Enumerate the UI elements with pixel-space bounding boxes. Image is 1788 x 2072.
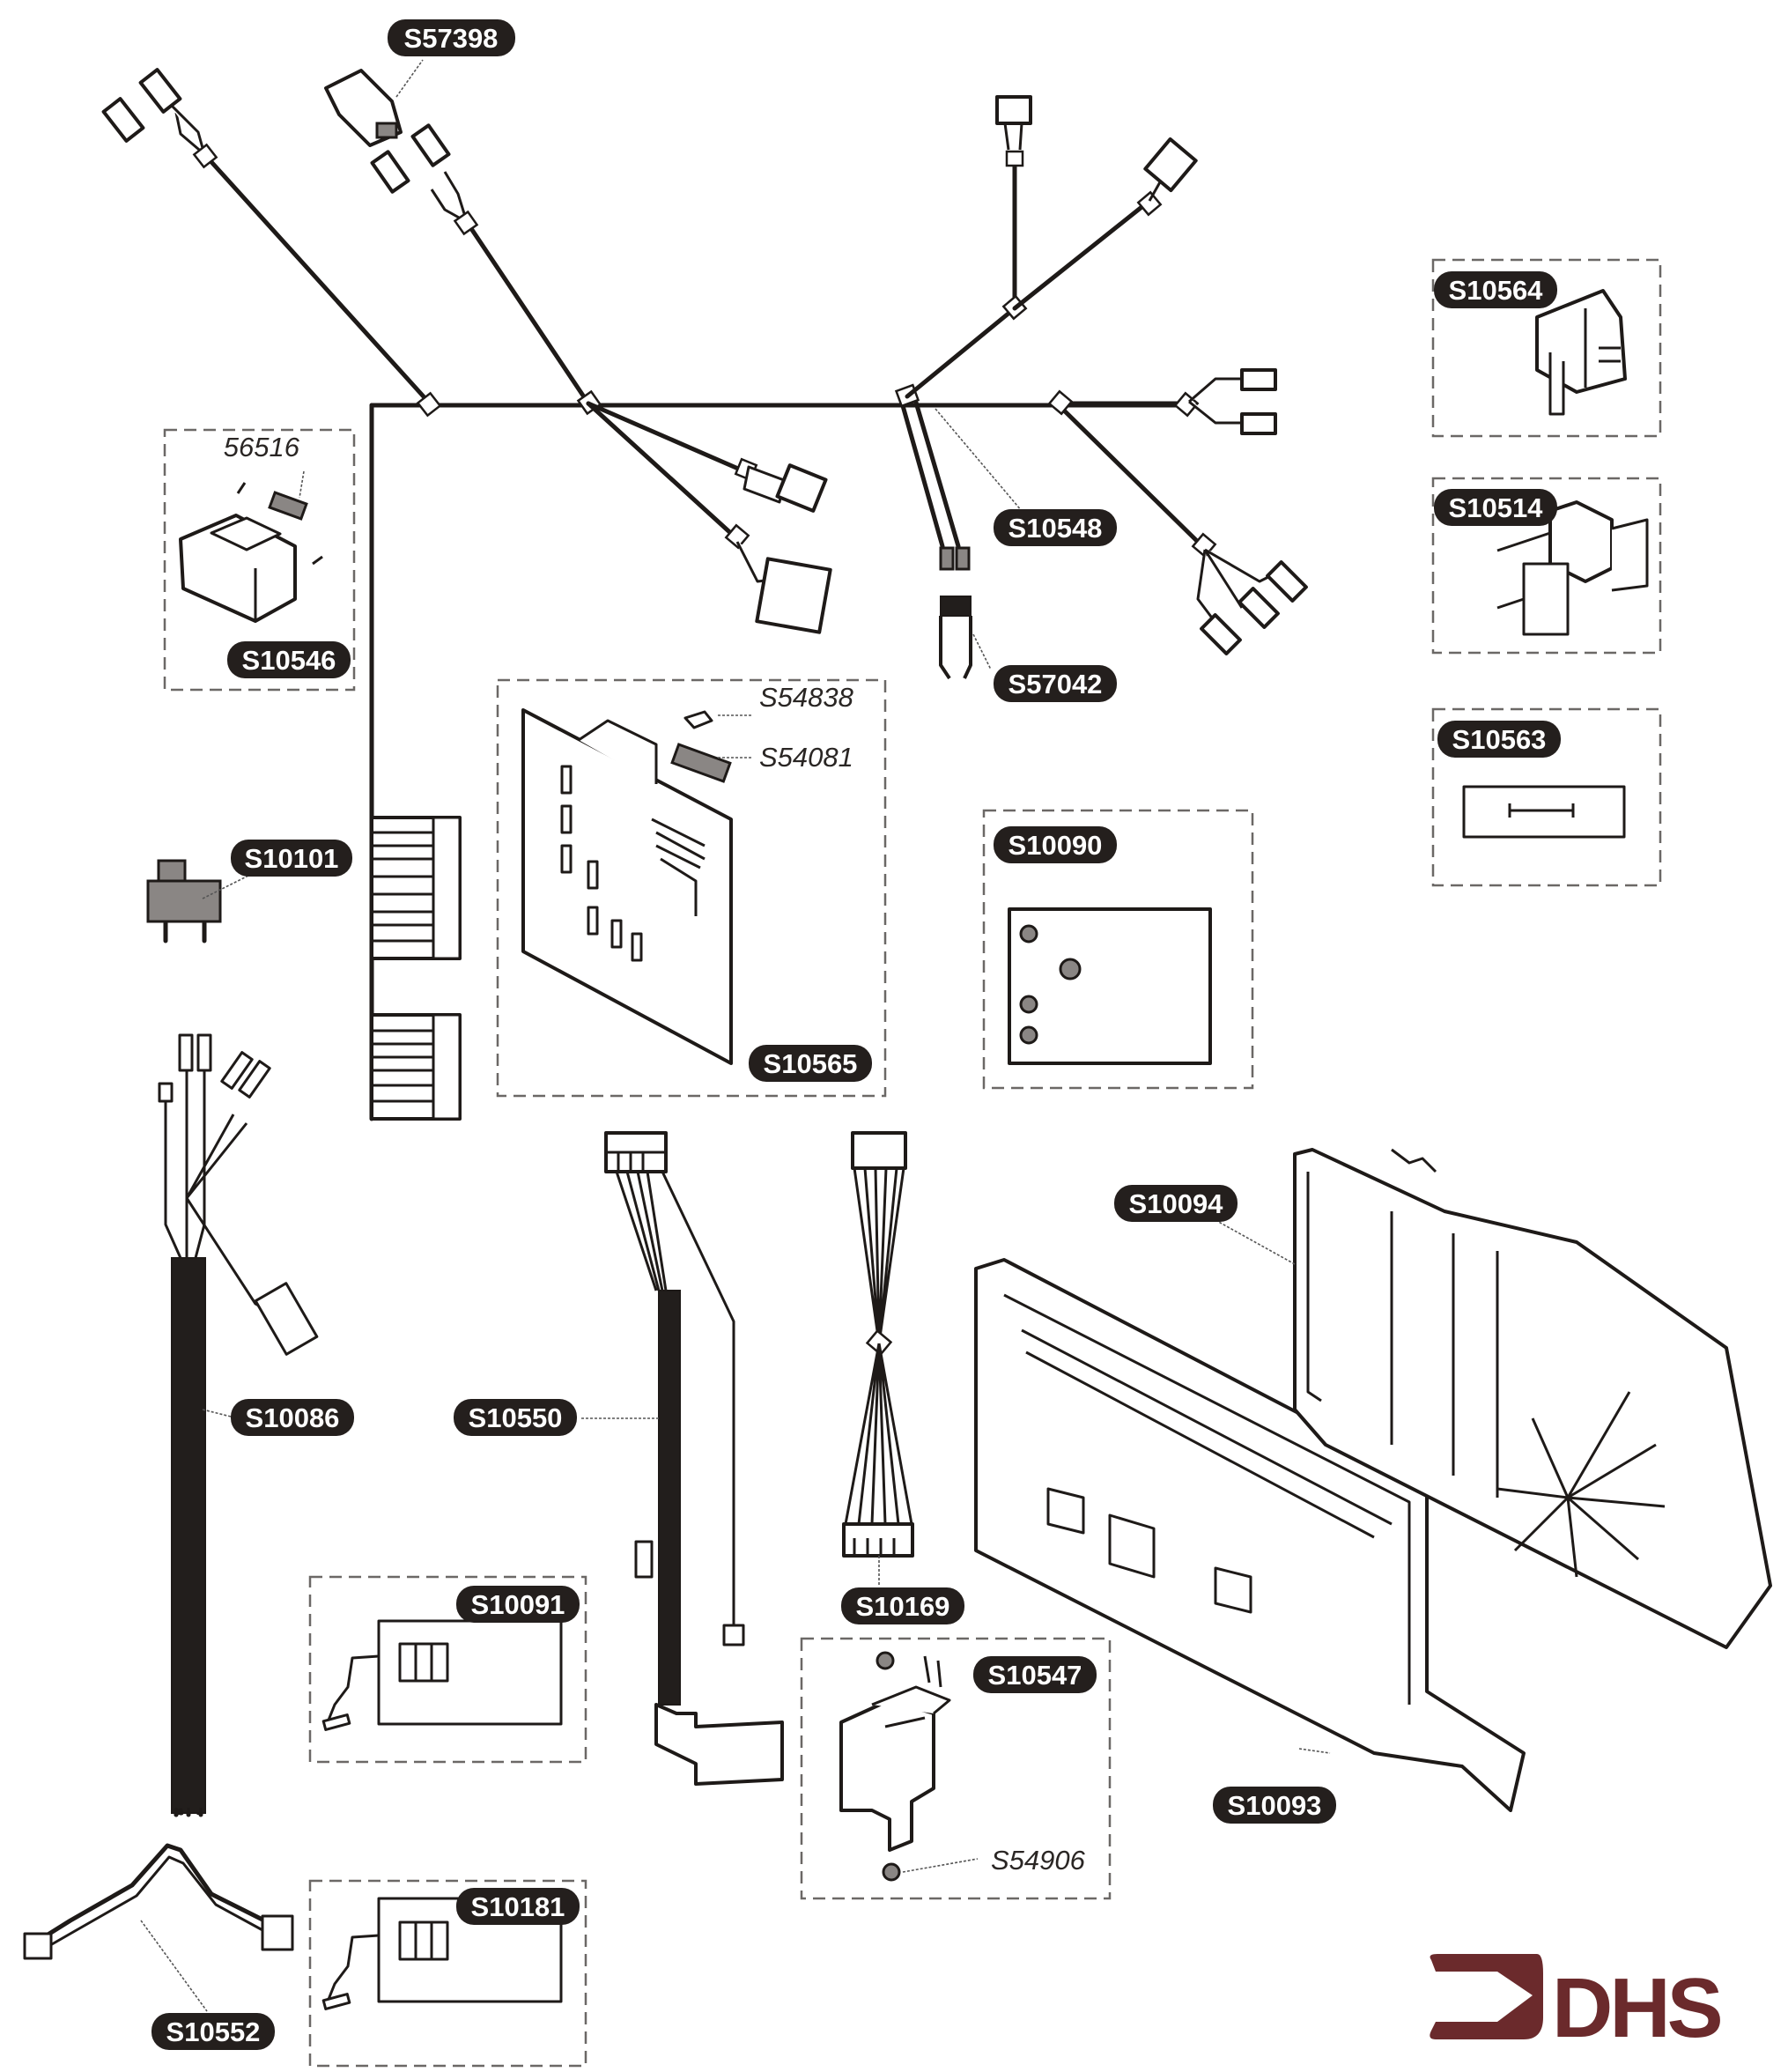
callout-S10546-text: S10546 xyxy=(242,645,336,676)
dhs-logo: DHS xyxy=(1430,1954,1725,2055)
board-connector-upper xyxy=(370,816,462,960)
callout-S10547-text: S10547 xyxy=(988,1660,1082,1691)
callout-S10091[interactable]: S10091 xyxy=(456,1586,580,1623)
callout-S10548[interactable]: S10548 xyxy=(994,509,1117,546)
part-S10101-switch[interactable] xyxy=(146,859,256,944)
board-connector-lower xyxy=(370,1013,462,1121)
callout-S54081-text: S54081 xyxy=(759,742,853,773)
callout-S10548-text: S10548 xyxy=(1009,513,1103,544)
callout-S10564[interactable]: S10564 xyxy=(1434,271,1557,308)
callout-S10565[interactable]: S10565 xyxy=(749,1045,872,1082)
part-S10169-harness[interactable] xyxy=(842,1131,914,1586)
callout-S10090[interactable]: S10090 xyxy=(994,826,1117,863)
callout-S57042[interactable]: S57042 xyxy=(994,665,1117,702)
callout-S10090-text: S10090 xyxy=(1009,830,1103,861)
callout-S10169[interactable]: S10169 xyxy=(841,1587,964,1624)
part-S10094-cover[interactable] xyxy=(1215,1148,1772,1649)
part-S57398-relay[interactable] xyxy=(324,59,424,147)
callout-S10563[interactable]: S10563 xyxy=(1437,721,1561,758)
callout-S10086[interactable]: S10086 xyxy=(231,1399,354,1436)
part-S10547-relay[interactable] xyxy=(800,1637,1112,1900)
callout-S57042-text: S57042 xyxy=(1009,669,1103,699)
part-S57042-clip[interactable] xyxy=(939,596,992,680)
callout-S10094[interactable]: S10094 xyxy=(1114,1185,1238,1222)
callout-S10093-text: S10093 xyxy=(1228,1790,1322,1821)
callout-S10564-text: S10564 xyxy=(1449,275,1544,306)
part-S10564-switch[interactable] xyxy=(1431,258,1662,438)
callout-S10563-text: S10563 xyxy=(1452,724,1547,755)
callout-S10181[interactable]: S10181 xyxy=(456,1888,580,1925)
callout-S10514-text: S10514 xyxy=(1449,492,1544,523)
callout-S10093[interactable]: S10093 xyxy=(1213,1787,1336,1824)
callout-S54906-text: S54906 xyxy=(991,1845,1086,1876)
callout-S10169-text: S10169 xyxy=(856,1591,950,1622)
part-S10550-harness[interactable] xyxy=(581,1131,784,1786)
callout-56516[interactable]: 56516 xyxy=(224,432,300,462)
callout-S10101-text: S10101 xyxy=(245,843,339,874)
dhs-arrow-icon xyxy=(1430,1954,1543,2039)
callout-S54081[interactable]: S54081 xyxy=(759,742,853,773)
callout-S10552[interactable]: S10552 xyxy=(151,2013,275,2050)
callout-S10101[interactable]: S10101 xyxy=(231,840,352,877)
dhs-logo-text: DHS xyxy=(1552,1961,1721,2055)
part-S10514-sensor[interactable] xyxy=(1431,477,1662,655)
callout-S10086-text: S10086 xyxy=(246,1402,340,1433)
callout-S10547[interactable]: S10547 xyxy=(973,1656,1097,1693)
main-wiring-harness[interactable] xyxy=(101,68,1308,1121)
callout-S10546[interactable]: S10546 xyxy=(227,641,351,678)
part-S10086-harness[interactable] xyxy=(158,1033,319,1817)
callout-S10550[interactable]: S10550 xyxy=(454,1399,577,1436)
callout-S10514[interactable]: S10514 xyxy=(1434,489,1557,526)
part-S10552-cable[interactable] xyxy=(23,1843,294,2012)
part-S10090-panel[interactable] xyxy=(982,809,1254,1090)
callout-S10565-text: S10565 xyxy=(764,1048,858,1079)
part-S10093-housing[interactable] xyxy=(974,1258,1526,1812)
part-S10546-transformer[interactable] xyxy=(163,428,356,692)
callout-S10552-text: S10552 xyxy=(166,2016,261,2047)
callout-S10091-text: S10091 xyxy=(471,1589,565,1620)
callout-S10094-text: S10094 xyxy=(1129,1188,1224,1219)
callout-S10550-text: S10550 xyxy=(469,1402,563,1433)
callout-S54906[interactable]: S54906 xyxy=(991,1845,1086,1876)
callout-S10181-text: S10181 xyxy=(471,1891,565,1922)
part-S10563-label[interactable] xyxy=(1431,707,1662,887)
harness-S10086-wire-ends xyxy=(174,1808,203,1816)
callout-56516-text: 56516 xyxy=(224,432,300,462)
callout-S57398[interactable]: S57398 xyxy=(388,19,515,56)
callout-S54838[interactable]: S54838 xyxy=(759,682,854,713)
callout-S57398-text: S57398 xyxy=(404,23,499,54)
part-S10565-control-board[interactable] xyxy=(496,678,887,1098)
callout-S54838-text: S54838 xyxy=(759,682,854,713)
